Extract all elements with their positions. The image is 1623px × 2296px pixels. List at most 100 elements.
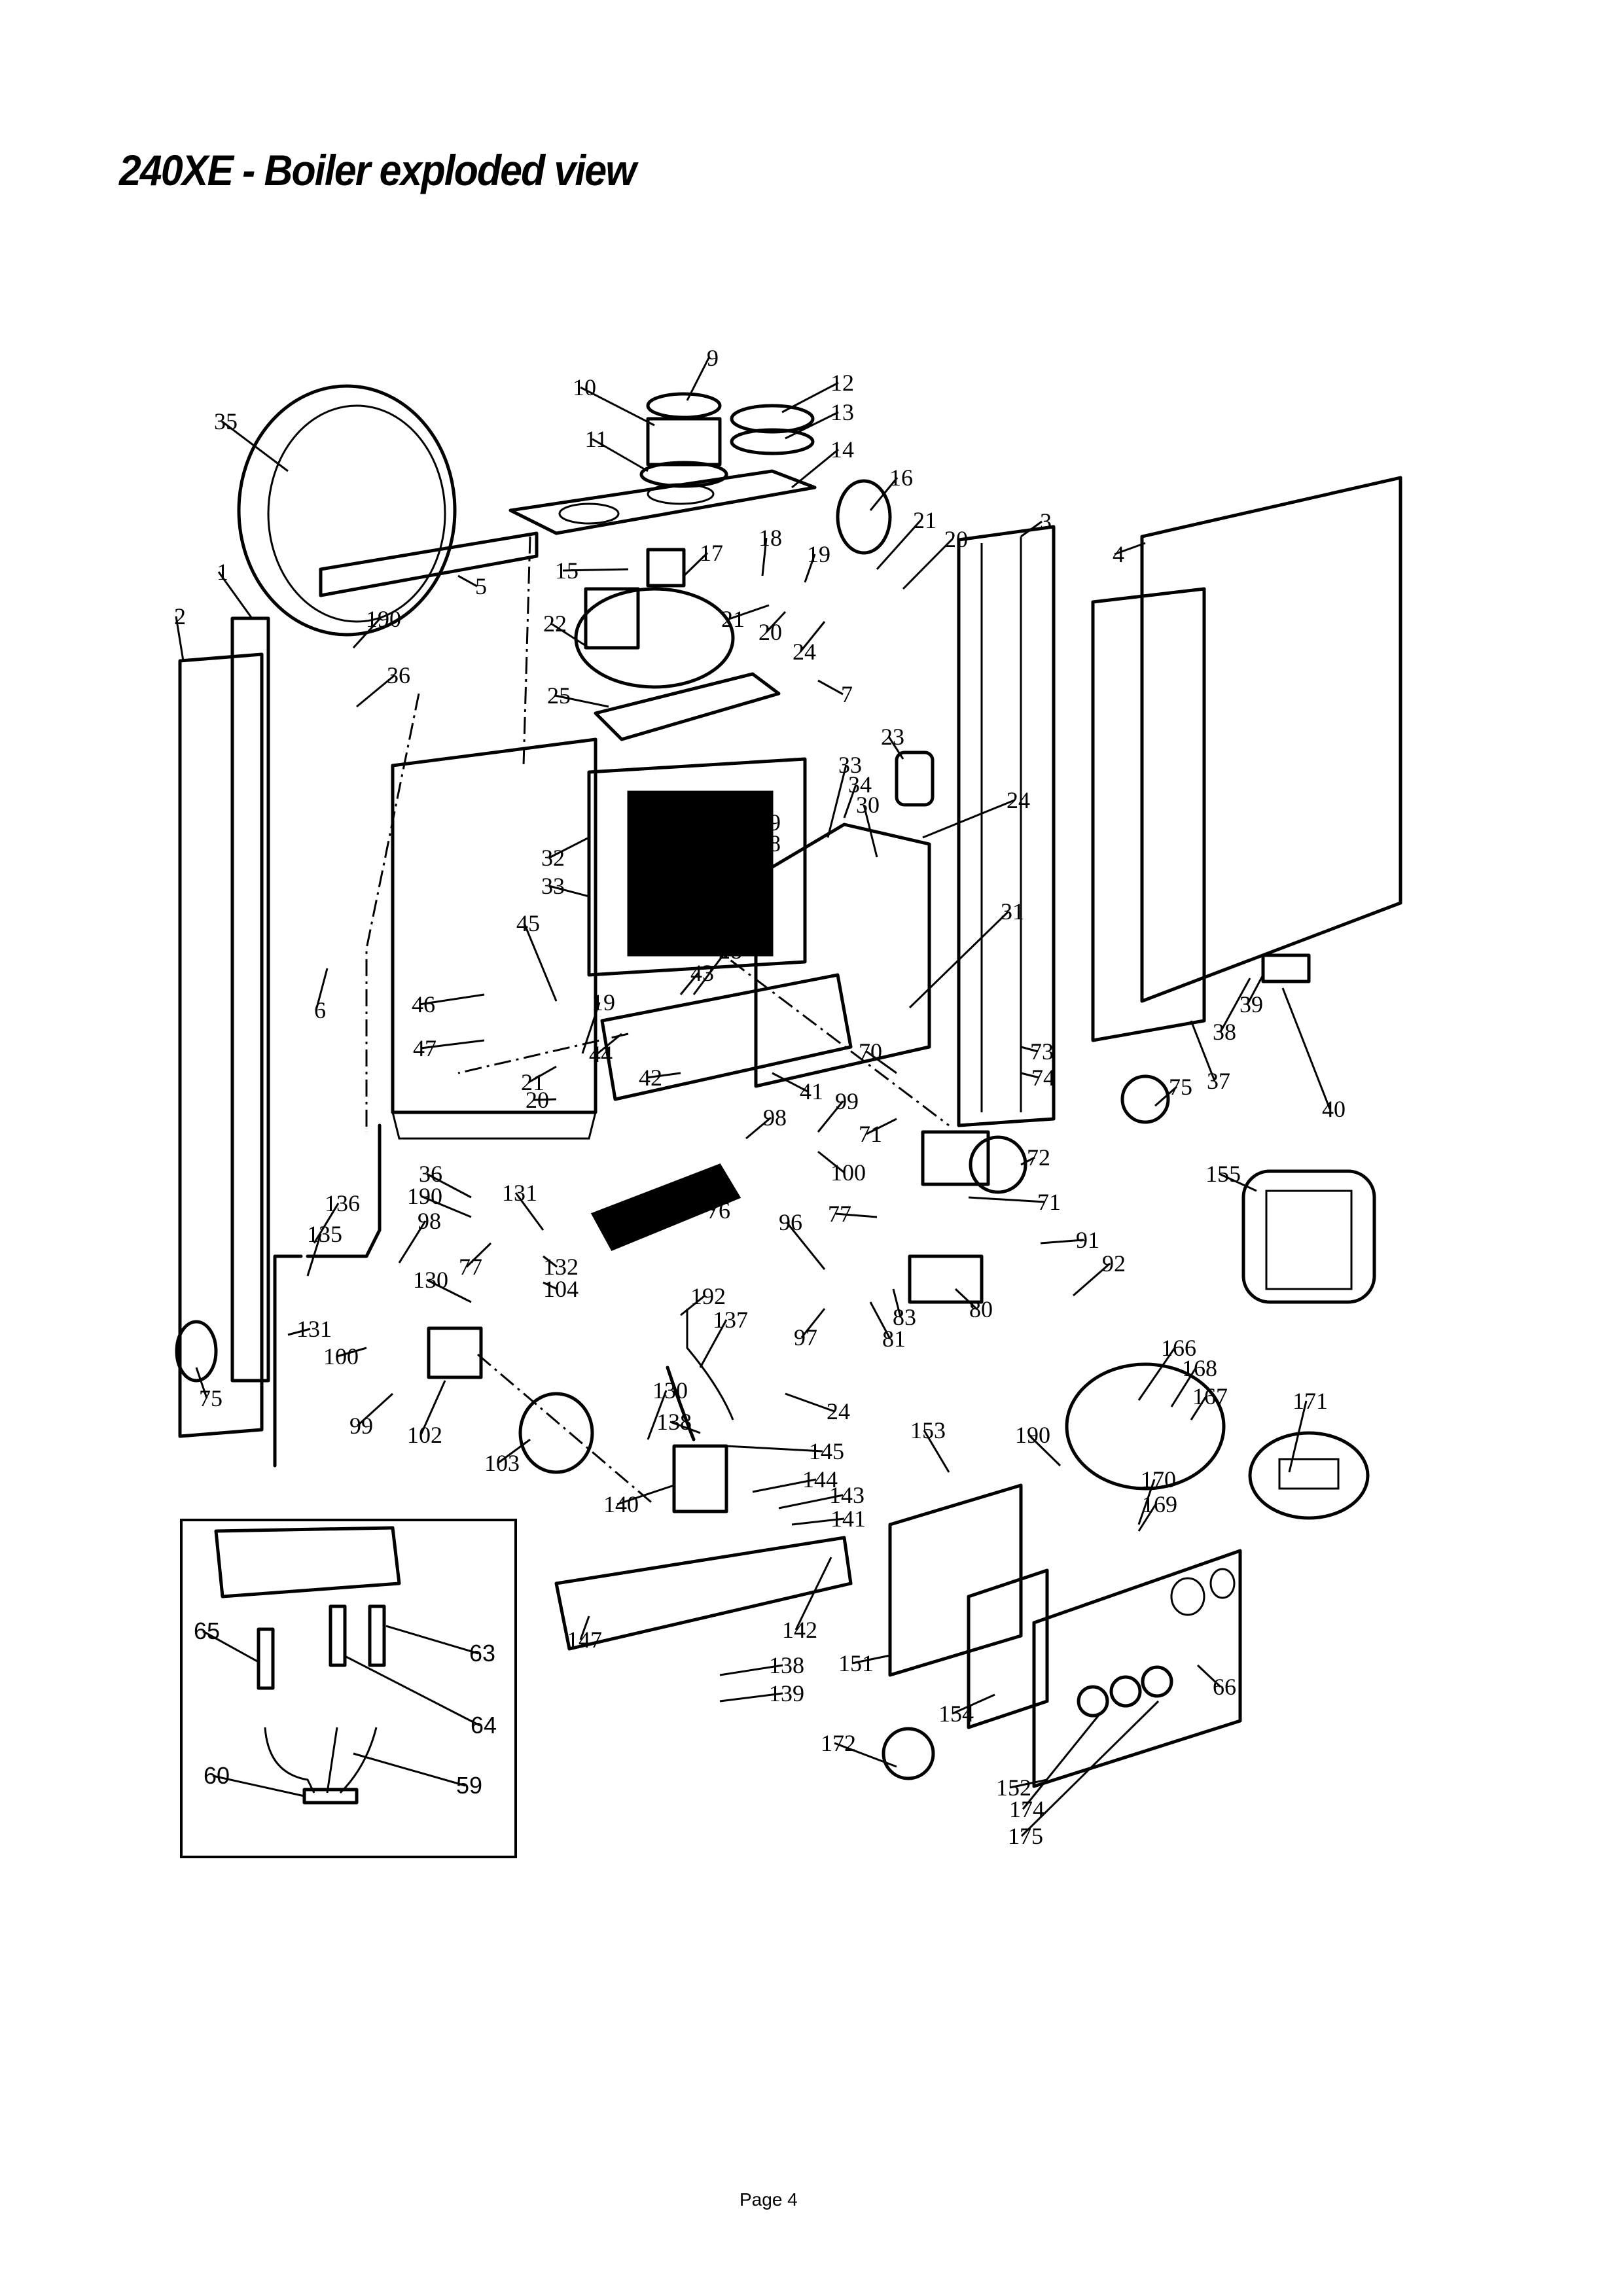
callout-label-19: 19 xyxy=(807,541,830,567)
leader-line-97 xyxy=(800,1308,826,1338)
callout-label-15: 15 xyxy=(555,557,579,584)
pcb-171 xyxy=(1278,1458,1340,1490)
leader-line-24 xyxy=(785,1392,835,1413)
leader-line-42 xyxy=(646,1072,681,1079)
leader-line-17 xyxy=(683,552,709,577)
callout-label-20: 20 xyxy=(758,619,782,645)
callout-label-132: 132 xyxy=(543,1254,579,1280)
leader-line-28 xyxy=(692,950,728,995)
gas-pipe xyxy=(666,1366,696,1441)
leader-line-151 xyxy=(851,1654,891,1665)
callout-label-34: 34 xyxy=(692,860,715,886)
callout-label-142: 142 xyxy=(782,1617,817,1643)
leader-line-143 xyxy=(778,1494,844,1510)
leader-line-7 xyxy=(817,679,844,696)
callout-label-60: 60 xyxy=(204,1762,230,1789)
callout-label-192: 192 xyxy=(690,1283,726,1309)
leader-line-73 xyxy=(1020,1046,1039,1053)
callout-label-70: 70 xyxy=(859,1038,882,1065)
callout-label-155: 155 xyxy=(1205,1161,1241,1187)
detail-circle-16 xyxy=(836,479,892,555)
callout-label-168: 168 xyxy=(1182,1355,1217,1381)
callout-label-47: 47 xyxy=(413,1035,437,1061)
control-knob-1 xyxy=(1077,1685,1109,1718)
callout-label-139: 139 xyxy=(769,1680,804,1706)
leader-line-21 xyxy=(876,520,922,570)
callout-label-137: 137 xyxy=(713,1307,748,1333)
leader-line-2 xyxy=(175,616,185,662)
callout-label-63: 63 xyxy=(469,1640,495,1667)
leader-line-92 xyxy=(1073,1262,1111,1297)
callout-label-24: 24 xyxy=(1007,787,1030,813)
leader-line-23 xyxy=(887,736,904,760)
top-plate-hole-1 xyxy=(558,503,620,525)
callout-label-153: 153 xyxy=(910,1417,946,1443)
callout-label-98: 98 xyxy=(418,1208,441,1234)
heat-exchanger xyxy=(587,757,807,977)
callout-label-91: 91 xyxy=(1076,1227,1099,1253)
leader-line-152 xyxy=(1009,1778,1048,1789)
callout-label-23: 23 xyxy=(881,724,904,750)
leader-line-36 xyxy=(426,1173,472,1199)
callout-label-5: 5 xyxy=(475,573,487,599)
callout-label-130: 130 xyxy=(413,1267,448,1293)
leader-line-145 xyxy=(726,1445,823,1453)
callout-label-145: 145 xyxy=(809,1438,844,1464)
leader-line-166 xyxy=(1137,1347,1176,1401)
leader-line-24 xyxy=(799,621,826,652)
inset-lead-3 xyxy=(339,1727,378,1794)
callout-label-141: 141 xyxy=(830,1506,866,1532)
callout-label-21: 21 xyxy=(521,1069,544,1095)
vessel-bracket xyxy=(319,531,539,597)
detail-circle-75-right xyxy=(1120,1074,1170,1124)
leader-line-81 xyxy=(869,1301,891,1339)
heat-exchanger-fins xyxy=(627,790,774,957)
gas-valve xyxy=(672,1444,728,1513)
callout-label-33: 33 xyxy=(541,873,565,899)
leader-line-11 xyxy=(592,438,649,472)
expansion-vessel-inner xyxy=(267,404,446,623)
side-panel-1 xyxy=(230,616,270,1383)
pipe-136-right xyxy=(306,1123,382,1258)
callout-label-81: 81 xyxy=(882,1326,906,1352)
leader-line-38 xyxy=(1219,978,1251,1033)
callout-label-36: 36 xyxy=(419,1161,442,1187)
leader-line-76 xyxy=(687,1196,715,1212)
callout-label-98: 98 xyxy=(763,1104,787,1131)
leader-line-135 xyxy=(306,1233,322,1277)
callout-label-75: 75 xyxy=(199,1385,223,1411)
control-fascia xyxy=(1032,1549,1242,1788)
gauge-window xyxy=(1261,953,1311,983)
control-knob-2 xyxy=(1109,1675,1142,1708)
callout-label-7: 7 xyxy=(841,681,853,707)
callout-label-11: 11 xyxy=(585,426,608,452)
inset-electrode-65 xyxy=(257,1627,275,1690)
fascia-hole-2 xyxy=(1209,1568,1236,1599)
callout-label-37: 37 xyxy=(1207,1068,1230,1094)
callout-label-190: 190 xyxy=(1015,1422,1050,1448)
leader-line-131 xyxy=(287,1328,311,1336)
callout-label-28: 28 xyxy=(757,830,781,857)
detail-box-155 xyxy=(1241,1169,1376,1304)
leader-line-59 xyxy=(353,1752,466,1787)
inset-connector-60 xyxy=(302,1788,359,1805)
callout-label-102: 102 xyxy=(407,1422,442,1448)
callout-label-103: 103 xyxy=(484,1450,520,1476)
leader-line-175 xyxy=(1020,1700,1160,1837)
callout-label-151: 151 xyxy=(838,1650,874,1676)
callout-label-100: 100 xyxy=(830,1159,866,1186)
leader-line-170 xyxy=(1137,1479,1156,1525)
air-inlet-gasket xyxy=(730,428,815,455)
callout-label-21: 21 xyxy=(913,507,936,533)
leader-line-22 xyxy=(550,622,590,649)
leader-line-104 xyxy=(543,1281,558,1290)
right-side-frame xyxy=(957,525,1056,1127)
leader-line-71 xyxy=(968,1196,1046,1203)
page-number: Page 4 xyxy=(740,2189,798,2210)
inset-lead-1 xyxy=(264,1727,315,1793)
callout-label-44: 44 xyxy=(589,1041,613,1067)
detail-circle-171 xyxy=(1248,1431,1370,1520)
leader-line-25 xyxy=(554,694,609,708)
